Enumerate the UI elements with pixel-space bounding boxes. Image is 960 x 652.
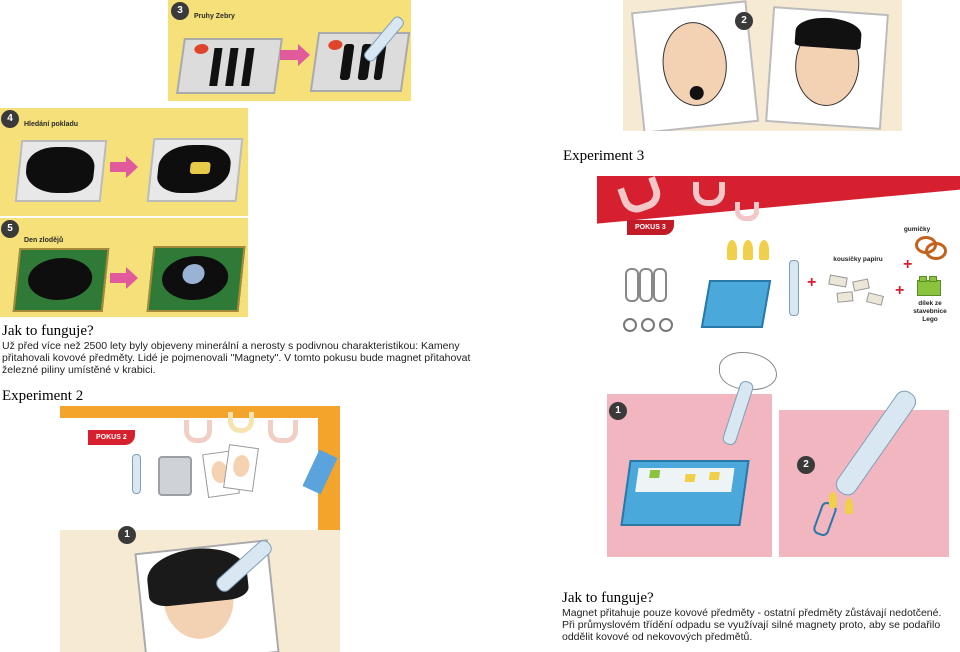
step-number-badge: 2 (797, 456, 815, 474)
experiment-heading: Experiment 2 (2, 388, 84, 404)
horseshoe-magnet-icon (228, 412, 254, 433)
body-line: oddělit kovové od nekovových předmětů. (562, 631, 753, 643)
arrow-icon (110, 273, 128, 283)
step5-illustration: 5 Den zlodějů (0, 218, 248, 317)
magnet-wand-icon (132, 454, 141, 494)
body-line: Při průmyslovém třídění odpadu se využív… (562, 619, 941, 631)
paperclip-icon (653, 268, 667, 302)
rubber-band-icon (925, 242, 947, 260)
step3-illustration: 3 Pruhy Zebry (168, 0, 411, 101)
step-title: Pruhy Zebry (194, 13, 235, 20)
lego-brick-icon (917, 280, 941, 296)
body-line: Magnet přitahuje pouze kovové předměty -… (562, 607, 942, 619)
step-number-badge: 1 (118, 526, 136, 544)
face-card (765, 6, 889, 130)
arrow-icon (280, 50, 300, 60)
step-number-badge: 5 (1, 220, 19, 238)
washer-icon (659, 318, 673, 332)
label-rubber: gumičky (903, 226, 931, 233)
section-heading: Jak to funguje? (2, 323, 94, 339)
tray-before (14, 140, 108, 202)
box-icon (700, 280, 772, 328)
body-line: železné piliny umístěné v krabici. (2, 364, 156, 376)
label-paper: kousíčky papíru (833, 256, 883, 263)
step-title: Hledání pokladu (24, 121, 79, 128)
box-icon (620, 460, 750, 526)
step-number-badge: 2 (735, 12, 753, 30)
label-lego: dílek ze stavebnice Lego (913, 300, 947, 323)
tray-after (309, 32, 411, 92)
washer-icon (641, 318, 655, 332)
tray-after (146, 246, 246, 312)
faces-illustration: 2 (623, 0, 902, 131)
magnet-wand-icon (789, 260, 799, 316)
step-number-badge: 1 (609, 402, 627, 420)
tray-after (146, 138, 244, 202)
arrow-icon (110, 162, 128, 172)
face-card-icon (223, 444, 259, 492)
thumbtack-icon (759, 240, 769, 260)
thumbtack-icon (727, 240, 737, 260)
horseshoe-magnet-icon (184, 420, 212, 443)
step-title: Den zlodějů (24, 237, 64, 244)
paperclip-icon (639, 268, 653, 302)
tray-before (176, 38, 283, 94)
thumbtack-icon (743, 240, 753, 260)
body-line: přitahovali kovové předměty. Lidé je poj… (2, 352, 471, 364)
washer-icon (623, 318, 637, 332)
step-number-badge: 4 (1, 110, 19, 128)
horseshoe-magnet-icon (735, 202, 759, 221)
step4-illustration: 4 Hledání pokladu (0, 108, 248, 216)
tray-before (12, 248, 110, 312)
experiment-heading: Experiment 3 (563, 148, 645, 164)
horseshoe-magnet-icon (693, 182, 725, 206)
pokus-tag: POKUS 3 (627, 220, 674, 235)
horseshoe-magnet-icon (268, 420, 298, 443)
paperclip-icon (625, 268, 639, 302)
experiment3-steps: 1 2 (607, 352, 960, 557)
section-heading: Jak to funguje? (562, 590, 654, 606)
experiment3-materials: POKUS 3 + kousíčky papíru + + gumičky dí… (597, 176, 960, 339)
step-number-badge: 3 (171, 2, 189, 20)
tray-icon (158, 456, 192, 496)
experiment2-illustration: POKUS 2 1 (60, 406, 340, 652)
body-line: Už před více než 2500 lety byly objeveny… (2, 340, 460, 352)
pokus-tag: POKUS 2 (88, 430, 135, 445)
